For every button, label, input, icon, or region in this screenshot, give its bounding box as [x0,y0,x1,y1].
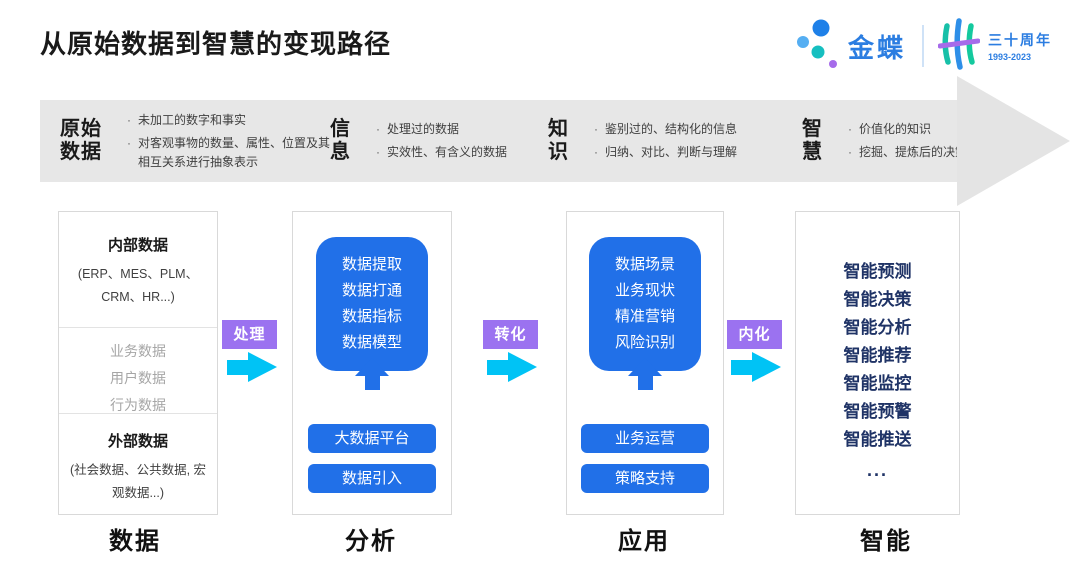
connector-badge-process: 处理 [222,320,277,349]
intelligence-list: 智能预测 智能决策 智能分析 智能推荐 智能监控 智能预警 智能推送 ... [796,258,959,486]
stage-knowledge: 知 识 鉴别过的、结构化的信息 归纳、对比、判断与理解 [548,100,787,182]
data-type-row: 业务数据 [110,343,166,359]
column-application: 数据场景 业务现状 精准营销 风险识别 业务运营 策略支持 [566,211,724,515]
internal-data-section: 内部数据 (ERP、MES、PLM、CRM、HR...) [59,212,217,328]
anniversary-years: 1993-2023 [988,52,1032,62]
intelligence-item: 智能分析 [843,318,912,337]
stage-information: 信 息 处理过的数据 实效性、有含义的数据 [330,100,559,182]
kingdee-logo: 金蝶 三十周年 1993-2023 [794,14,1052,78]
stage-raw-data: 原始 数据 未加工的数字和事实 对客观事物的数量、属性、位置及其相互关系进行抽象… [60,100,338,182]
stage-name: 知 识 [548,118,569,163]
big-data-platform-button: 大数据平台 [308,424,436,453]
footer-label-analysis: 分析 [345,528,397,555]
anniversary-mark-icon [937,17,981,75]
intelligence-item: 智能推送 [843,430,912,449]
column-analysis: 数据提取 数据打通 数据指标 数据模型 大数据平台 数据引入 [292,211,452,515]
right-arrow-icon [487,352,537,382]
application-scenarios-box: 数据场景 业务现状 精准营销 风险识别 [589,237,701,371]
footer-label-intelligence: 智能 [860,528,912,555]
banner-arrow-head-icon [957,76,1070,206]
data-types-section: 业务数据 用户数据 行为数据 [59,328,217,414]
banner-arrow-body: 原始 数据 未加工的数字和事实 对客观事物的数量、属性、位置及其相互关系进行抽象… [40,100,991,182]
data-type-row: 行为数据 [110,397,166,413]
footer-label-application: 应用 [618,528,670,555]
connector-badge-transform: 转化 [483,320,538,349]
data-type-row: 用户数据 [110,370,166,386]
stage-name: 智 慧 [802,118,823,163]
strategy-support-button: 策略支持 [581,464,709,493]
anniversary-label: 三十周年 [988,32,1052,48]
bullet: 鉴别过的、结构化的信息 [587,120,787,139]
right-arrow-icon [227,352,277,382]
logo-divider [922,25,924,67]
stage-name: 信 息 [330,118,351,163]
bullet: 归纳、对比、判断与理解 [587,143,787,162]
intelligence-more: ... [866,460,888,480]
brand-name: 金蝶 [847,32,906,63]
stage-bullets: 未加工的数字和事实 对客观事物的数量、属性、位置及其相互关系进行抽象表示 [120,109,338,174]
intelligence-item: 智能决策 [843,290,912,309]
intelligence-item: 智能预警 [843,402,912,421]
intelligence-item: 智能监控 [843,374,912,393]
column-data: 内部数据 (ERP、MES、PLM、CRM、HR...) 业务数据 用户数据 行… [58,211,218,515]
business-operation-button: 业务运营 [581,424,709,453]
bullet: 未加工的数字和事实 [120,111,338,130]
connector-badge-internalize: 内化 [727,320,782,349]
intelligence-item: 智能推荐 [843,346,912,365]
bullet: 处理过的数据 [369,120,559,139]
bullet: 对客观事物的数量、属性、位置及其相互关系进行抽象表示 [120,134,338,172]
external-data-section: 外部数据 (社会数据、公共数据, 宏观数据...) [59,414,217,514]
footer-label-data: 数据 [109,528,161,555]
analysis-capabilities-box: 数据提取 数据打通 数据指标 数据模型 [316,237,428,371]
anniversary-text: 三十周年 1993-2023 [988,30,1052,62]
external-data-title: 外部数据 [107,433,168,450]
kingdee-dots-icon [794,15,840,78]
external-data-subtitle: (社会数据、公共数据, 宏观数据...) [69,463,207,500]
page-title: 从原始数据到智慧的变现路径 [40,29,392,59]
stage-bullets: 鉴别过的、结构化的信息 归纳、对比、判断与理解 [587,118,787,164]
bullet: 价值化的知识 [841,120,1001,139]
up-arrow-icon [628,358,662,390]
data-import-button: 数据引入 [308,464,436,493]
right-arrow-icon [731,352,781,382]
internal-data-title: 内部数据 [107,237,168,254]
column-intelligence: 智能预测 智能决策 智能分析 智能推荐 智能监控 智能预警 智能推送 ... [795,211,960,515]
up-arrow-icon [355,358,389,390]
internal-data-subtitle: (ERP、MES、PLM、CRM、HR...) [77,267,199,304]
stage-name: 原始 数据 [60,118,102,163]
bullet: 实效性、有含义的数据 [369,143,559,162]
intelligence-item: 智能预测 [843,262,912,281]
stage-bullets: 处理过的数据 实效性、有含义的数据 [369,118,559,164]
